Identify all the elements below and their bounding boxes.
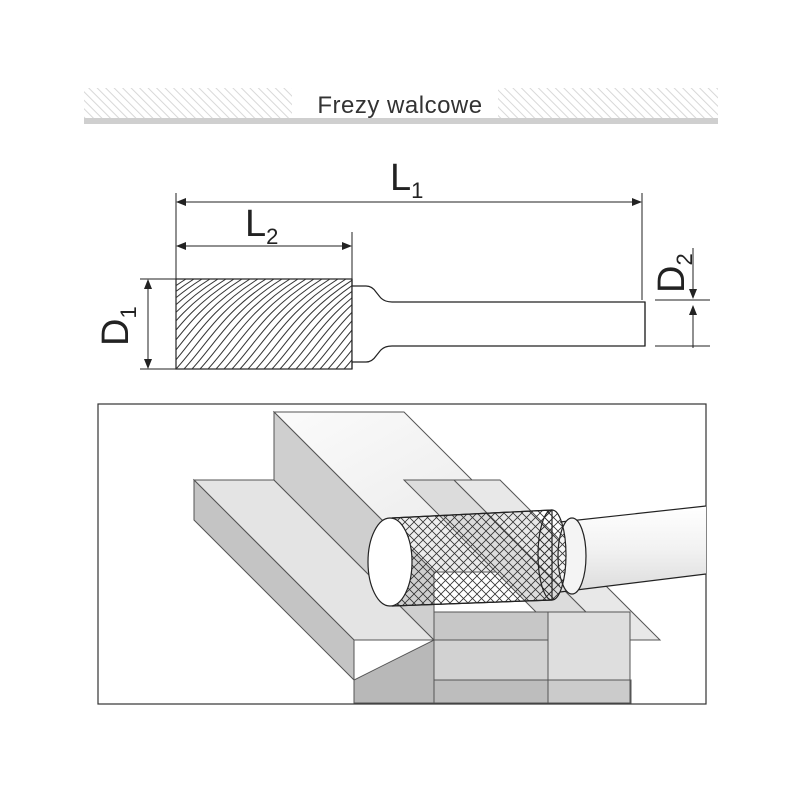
- flute-line: [176, 279, 235, 331]
- flute-line: [279, 290, 352, 369]
- flute-line: [271, 285, 352, 369]
- flute-line: [176, 279, 227, 322]
- flute-line: [295, 304, 352, 369]
- label-l1: L1: [390, 157, 423, 203]
- burr-neck: [352, 285, 646, 363]
- burr-end-face: [367, 517, 413, 607]
- flute-line: [176, 279, 243, 341]
- flute-line: [311, 320, 352, 369]
- flute-line: [183, 279, 275, 369]
- flute-line: [247, 279, 339, 369]
- flute-line: [176, 279, 251, 351]
- flute-line: [231, 279, 323, 369]
- flute-line: [335, 349, 352, 369]
- burr-3d: [367, 505, 707, 607]
- flute-line: [176, 279, 219, 314]
- flute-line: [199, 279, 291, 369]
- flute-line: [223, 279, 315, 369]
- flute-line: [207, 279, 299, 369]
- burr-side-view: [175, 278, 646, 370]
- dimension-lines: [140, 193, 710, 370]
- flute-line: [303, 311, 352, 369]
- flute-line: [176, 279, 259, 361]
- flute-line: [176, 279, 195, 293]
- flute-line: [263, 279, 352, 369]
- label-d1: D1: [95, 306, 141, 346]
- flute-line: [319, 329, 352, 369]
- flute-line: [327, 339, 352, 369]
- page-title: Frezy walcowe: [317, 92, 483, 119]
- label-l2: L2: [245, 203, 278, 249]
- flute-line: [255, 279, 347, 369]
- usage-illustration: [97, 403, 707, 705]
- flute-line: [239, 279, 331, 369]
- flute-line: [191, 279, 283, 369]
- flute-line: [287, 297, 352, 369]
- label-d2: D2: [651, 253, 697, 293]
- flute-lines: [176, 279, 352, 369]
- flute-line: [176, 279, 267, 369]
- header-band: [84, 88, 718, 124]
- flute-line: [215, 279, 307, 369]
- flute-line: [176, 279, 211, 306]
- flute-line: [176, 279, 203, 299]
